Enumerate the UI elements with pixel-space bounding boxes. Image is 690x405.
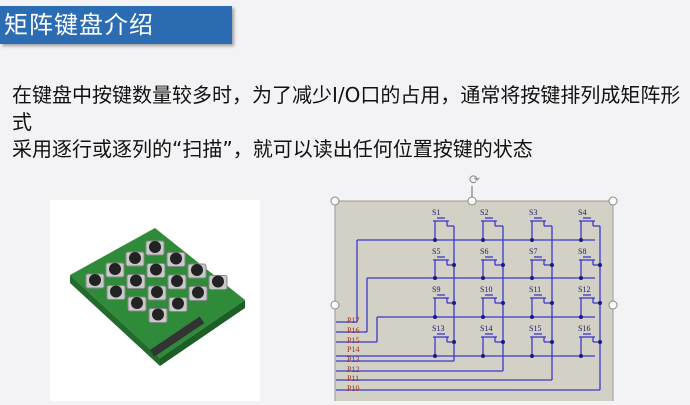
switch-label: S15 <box>529 324 541 333</box>
keypad-button-cap <box>170 252 182 265</box>
junction-dot <box>530 354 534 358</box>
keypad-button-cap <box>129 252 141 264</box>
junction-dot <box>452 301 456 305</box>
keypad-button-cap <box>152 308 164 321</box>
junction-dot <box>598 263 602 267</box>
resize-handle[interactable] <box>467 196 477 206</box>
junction-dot <box>550 263 554 267</box>
junction-dot <box>598 340 602 344</box>
port-label-p12: P12 <box>347 365 359 374</box>
resize-handle[interactable] <box>608 300 618 310</box>
junction-dot <box>579 315 583 319</box>
keypad-button-cap <box>171 275 183 287</box>
keypad-button-cap <box>150 263 162 276</box>
switch-label: S3 <box>529 208 537 217</box>
switch-label: S8 <box>578 247 586 256</box>
resize-handle[interactable] <box>330 300 340 310</box>
port-label-p16: P16 <box>347 326 359 335</box>
paragraph-1: 在键盘中按键数量较多时，为了减少I/O口的占用，通常将按键排列成矩阵形式 <box>12 83 681 134</box>
keypad-button-cap <box>212 275 224 288</box>
junction-dot <box>530 315 534 319</box>
keypad-button-cap <box>191 264 203 276</box>
junction-dot <box>433 315 437 319</box>
keypad-button-cap <box>130 274 142 287</box>
junction-dot <box>579 276 583 280</box>
paragraph-2: 采用逐行或逐列的“扫描”，就可以读出任何位置按键的状态 <box>12 137 533 161</box>
junction-dot <box>579 238 583 242</box>
keypad-button-cap <box>149 241 161 253</box>
junction-dot <box>501 340 505 344</box>
junction-dot <box>598 301 602 305</box>
junction-dot <box>530 238 534 242</box>
port-label-p17: P17 <box>347 316 359 325</box>
junction-dot <box>481 238 485 242</box>
rotate-handle-icon[interactable]: ⟳ <box>469 173 480 188</box>
keypad-button-cap <box>131 297 143 309</box>
keypad-button-cap <box>89 274 101 286</box>
keypad-button-cap <box>109 263 121 275</box>
keypad-button-cap <box>172 297 184 310</box>
switch-label: S16 <box>578 324 590 333</box>
switch-label: S2 <box>480 208 488 217</box>
junction-dot <box>481 315 485 319</box>
resize-handle[interactable] <box>608 196 618 206</box>
port-label-p10: P10 <box>347 384 359 393</box>
switch-label: S12 <box>578 285 590 294</box>
keypad-button-cap <box>192 286 204 299</box>
junction-dot <box>501 263 505 267</box>
junction-dot <box>433 354 437 358</box>
junction-dot <box>452 340 456 344</box>
port-label-p11: P11 <box>347 374 359 383</box>
junction-dot <box>550 340 554 344</box>
keypad-photo <box>50 200 260 401</box>
junction-dot <box>433 276 437 280</box>
junction-dot <box>501 301 505 305</box>
port-label-p15: P15 <box>347 336 359 345</box>
slide-title-bar: 矩阵键盘介绍 <box>0 6 232 44</box>
port-label-p14: P14 <box>347 345 359 354</box>
junction-dot <box>579 354 583 358</box>
junction-dot <box>452 263 456 267</box>
switch-label: S11 <box>529 285 541 294</box>
switch-label: S14 <box>480 324 492 333</box>
switch-label: S13 <box>432 324 444 333</box>
switch-label: S9 <box>432 285 440 294</box>
junction-dot <box>530 276 534 280</box>
junction-dot <box>433 238 437 242</box>
resize-handle[interactable] <box>330 196 340 206</box>
slide-body: 在键盘中按键数量较多时，为了减少I/O口的占用，通常将按键排列成矩阵形式 采用逐… <box>12 82 682 163</box>
switch-label: S4 <box>578 208 586 217</box>
junction-dot <box>481 354 485 358</box>
junction-dot <box>550 301 554 305</box>
port-label-p13: P13 <box>347 355 359 364</box>
switch-label: S1 <box>432 208 440 217</box>
switch-label: S6 <box>480 247 488 256</box>
switch-label: S10 <box>480 285 492 294</box>
switch-label: S7 <box>529 247 537 256</box>
junction-dot <box>481 276 485 280</box>
slide-title: 矩阵键盘介绍 <box>4 11 154 39</box>
keypad-button-cap <box>110 285 122 298</box>
keypad-button-cap <box>151 286 163 298</box>
switch-label: S5 <box>432 247 440 256</box>
